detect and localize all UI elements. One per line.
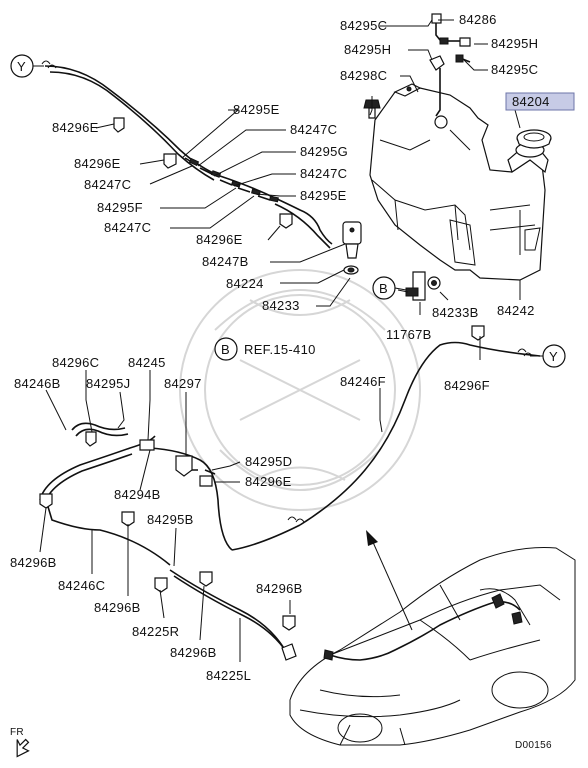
label-84298c: 84298C (340, 68, 387, 83)
location-arrow (366, 530, 413, 631)
label-84295g: 84295G (300, 144, 348, 159)
upper-leader-lines (95, 19, 521, 315)
top-vent-fittings (429, 13, 471, 117)
label-84296e-c: 84296E (196, 232, 243, 247)
label-84233b: 84233B (432, 305, 479, 320)
washer-reservoir-tank (369, 87, 546, 281)
label-84286: 84286 (459, 12, 497, 27)
label-84296b-d: 84296B (170, 645, 217, 660)
label-84247c-c: 84247C (84, 177, 131, 192)
sensor-grommet (427, 276, 441, 290)
label-84247c-b: 84247C (300, 166, 347, 181)
label-84246f: 84246F (340, 374, 386, 389)
tank-grommet (434, 115, 448, 129)
lower-leader-lines (39, 336, 481, 662)
label-84295h-left: 84295H (344, 42, 391, 57)
label-84225l: 84225L (206, 668, 251, 683)
label-84296c: 84296C (52, 355, 99, 370)
watermark-emblem (179, 269, 421, 511)
label-84225r: 84225R (132, 624, 179, 639)
label-84294b: 84294B (114, 487, 161, 502)
lower-washer-hoses (39, 341, 541, 655)
y-marker-right (530, 344, 566, 368)
ref-b-letter: B (221, 342, 230, 357)
label-84233: 84233 (262, 298, 300, 313)
label-84295e-b: 84295E (300, 188, 347, 203)
label-84296e-b: 84296E (74, 156, 121, 171)
washer-motor-pump (342, 221, 362, 259)
upper-hose-joints (188, 157, 279, 203)
pump-grommet (343, 265, 359, 275)
label-84296b-c: 84296B (256, 581, 303, 596)
label-84295e-a: 84295E (233, 102, 280, 117)
car-silhouette (289, 547, 576, 746)
tank-top-bracket (393, 83, 422, 97)
label-84296b-a: 84296B (10, 555, 57, 570)
b-ref-circle (214, 337, 238, 361)
label-84295c-top: 84295C (340, 18, 387, 33)
y-label-right: Y (549, 349, 558, 364)
label-84295c-right: 84295C (491, 62, 538, 77)
tee-joint-84297 (175, 455, 193, 477)
label-11767b: 11767B (386, 327, 432, 342)
label-84295j: 84295J (86, 376, 130, 391)
upper-hose-clips (113, 117, 293, 229)
front-direction-arrow-icon (16, 738, 30, 758)
callout-b-letter: B (379, 281, 388, 296)
level-sensor-connector (405, 271, 426, 301)
label-84245: 84245 (128, 355, 166, 370)
label-84247c-d: 84247C (104, 220, 151, 235)
label-84295f: 84295F (97, 200, 143, 215)
front-label: FR (10, 727, 24, 738)
label-84296f: 84296F (444, 378, 490, 393)
hose-break-marks (41, 60, 533, 523)
label-84246b: 84246B (14, 376, 61, 391)
label-84246c: 84246C (58, 578, 105, 593)
label-84295b: 84295B (147, 512, 194, 527)
label-84296e-d: 84296E (245, 474, 292, 489)
label-84247b: 84247B (202, 254, 249, 269)
part-labels: 84295C 84286 84295H 84295H 84295C 84298C… (10, 12, 558, 751)
part-number-highlight-box (505, 92, 575, 111)
label-84296b-b: 84296B (94, 600, 141, 615)
diagram-code: D00156 (515, 740, 552, 751)
label-84296e-a: 84296E (52, 120, 99, 135)
label-84204: 84204 (512, 94, 550, 109)
label-84224: 84224 (226, 276, 264, 291)
lower-hose-clips (39, 325, 485, 661)
label-84297: 84297 (164, 376, 202, 391)
ref-text: REF.15-410 (244, 342, 316, 357)
y-marker-left (10, 54, 44, 78)
label-84242: 84242 (497, 303, 535, 318)
label-84295d: 84295D (245, 454, 292, 469)
label-84295h-right: 84295H (491, 36, 538, 51)
b-callout-circle (372, 276, 407, 300)
reservoir-cap (516, 129, 552, 149)
label-84247c-a: 84247C (290, 122, 337, 137)
y-label-left: Y (17, 59, 26, 74)
